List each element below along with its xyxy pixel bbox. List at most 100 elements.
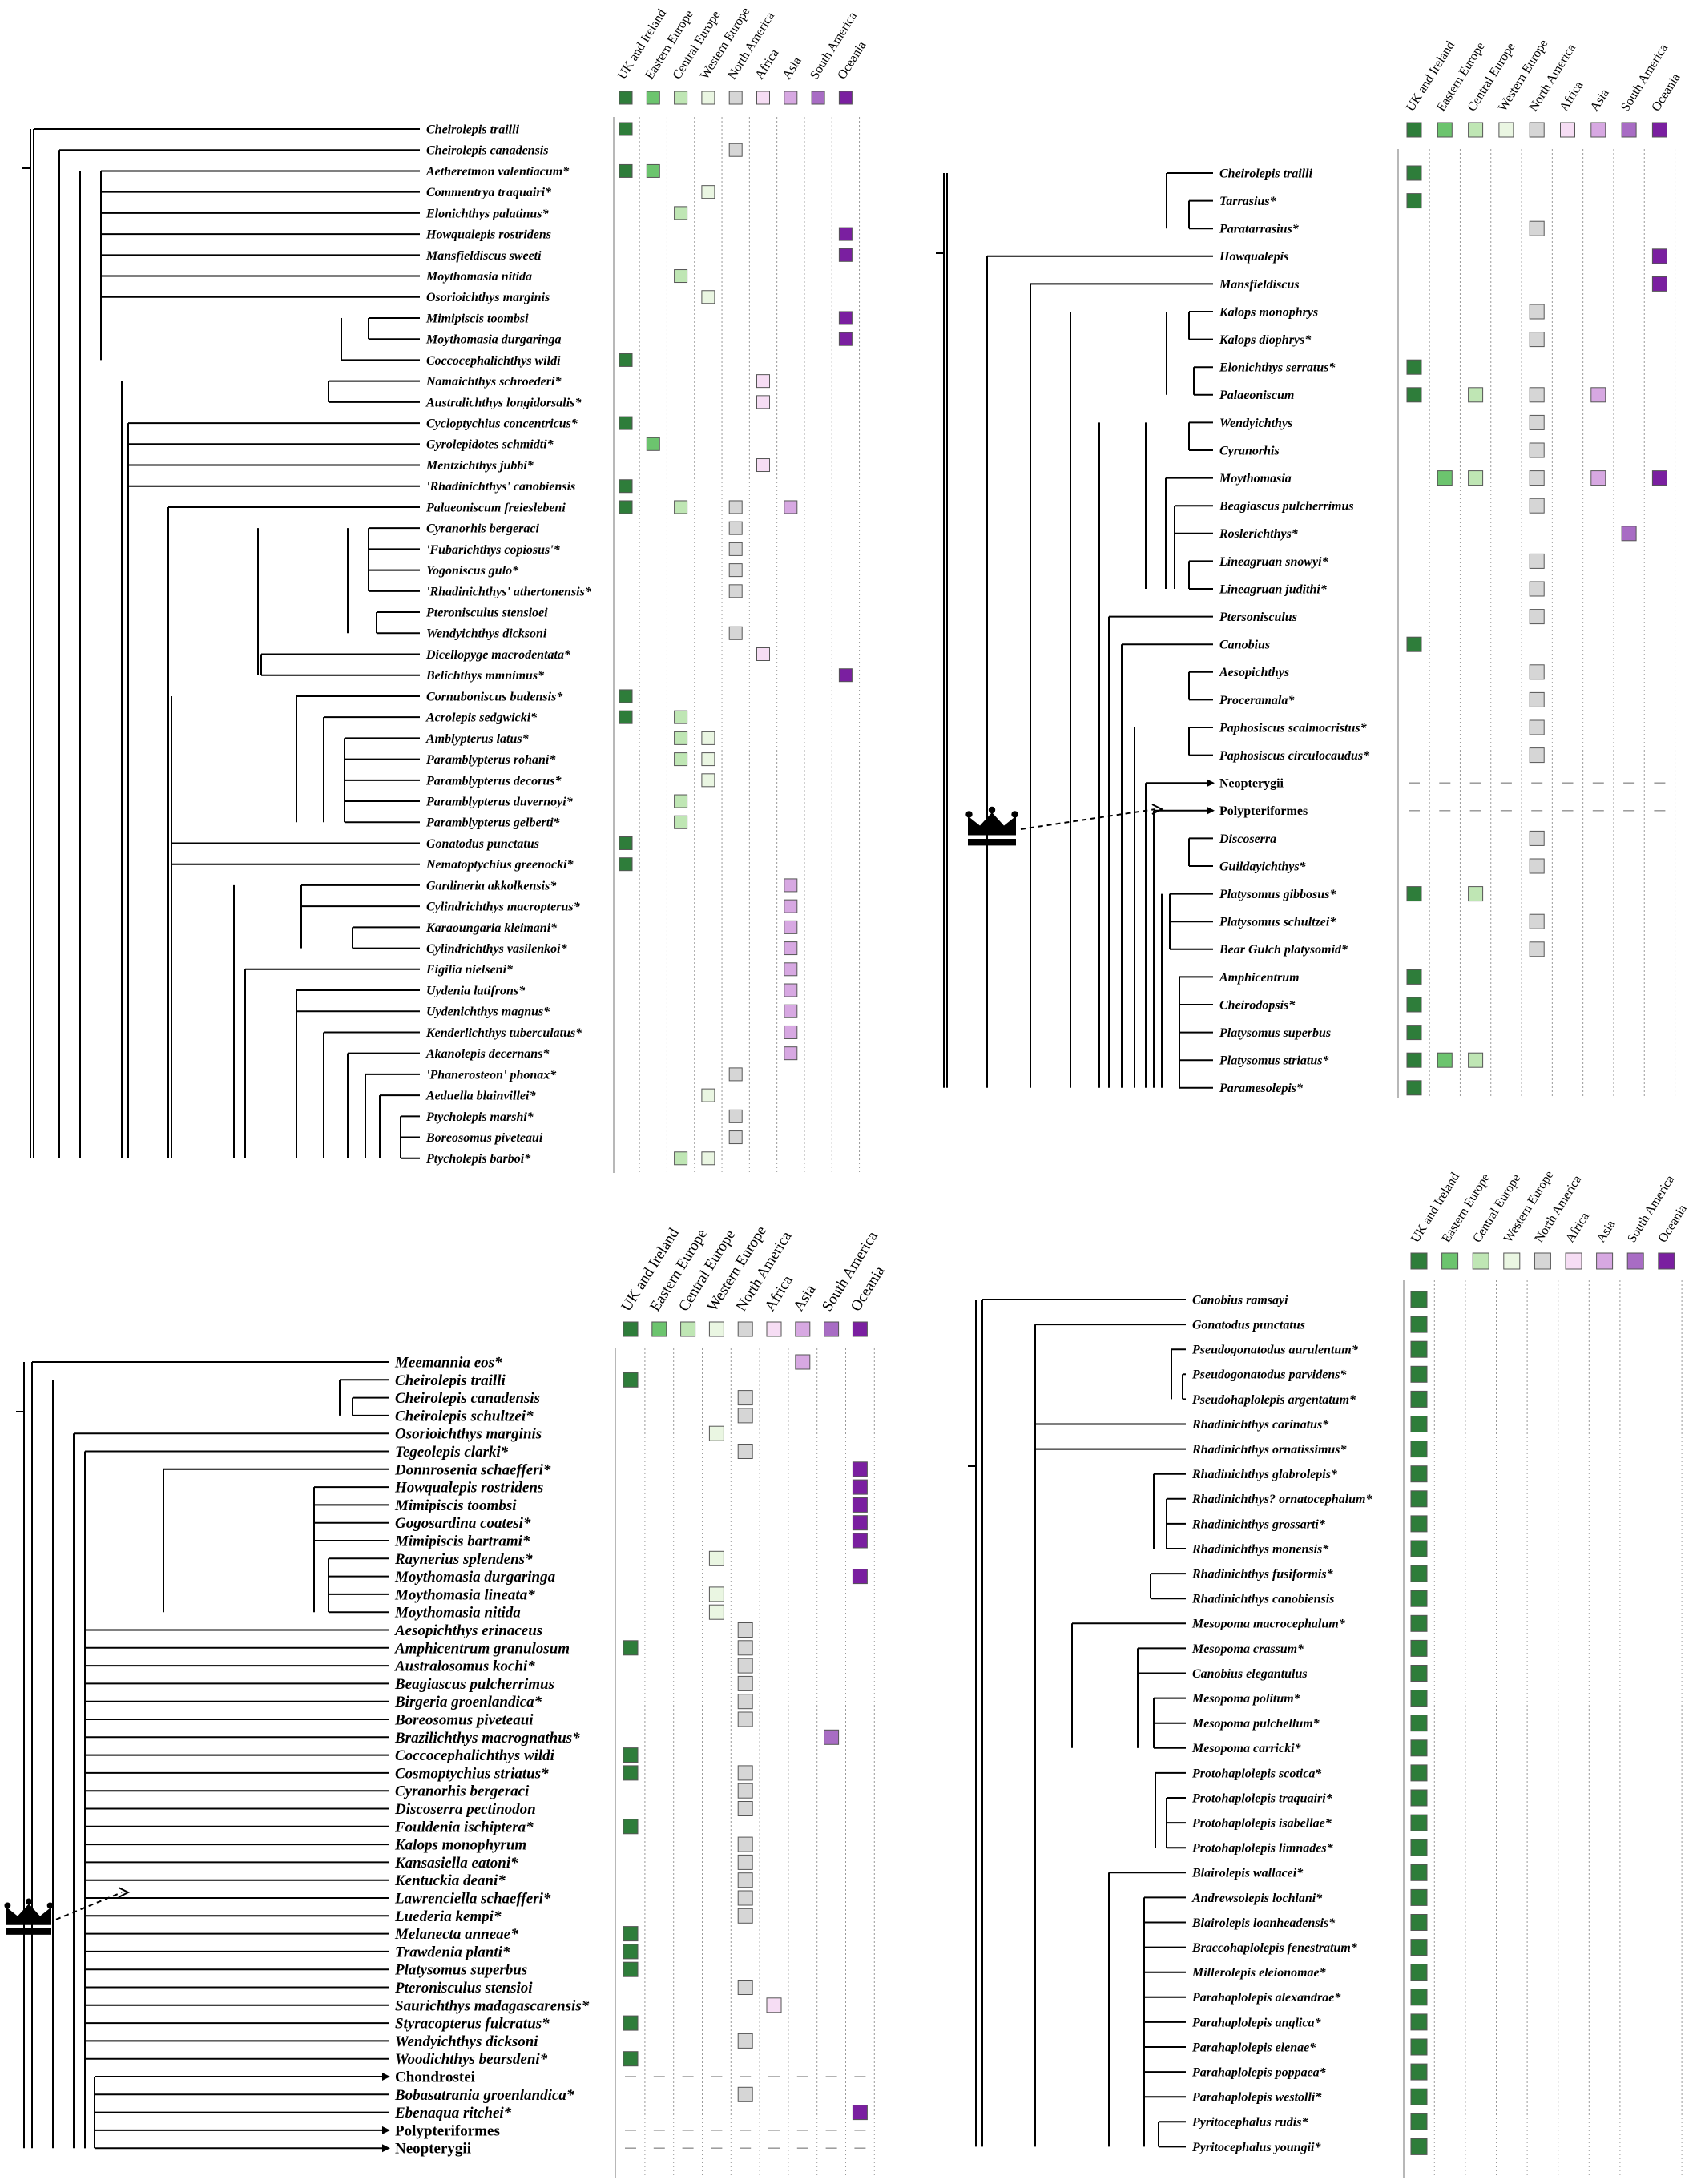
- taxon-label-karaoungaria-kleimani: Karaoungaria kleimani*: [425, 921, 558, 935]
- taxon-label-donnrosenia-schaefferi: Donnrosenia schaefferi*: [394, 1461, 551, 1478]
- taxon-label-moythomasia-durgaringa: Moythomasia durgaringa: [394, 1569, 556, 1586]
- occurrence-square: [1410, 1964, 1428, 1981]
- taxon-label-gonatodus-punctatus: Gonatodus punctatus: [1192, 1319, 1305, 1332]
- taxon-label-howqualepis: Howqualepis: [1219, 250, 1288, 264]
- occurrence-square: [1529, 609, 1545, 625]
- taxon-label-boreosomus-piveteaui: Boreosomus piveteaui: [394, 1711, 534, 1728]
- taxon-label-rhadinichthys-grossarti: Rhadinichthys grossarti*: [1191, 1517, 1326, 1531]
- taxon-label-birgeria-groenlandica: Birgeria groenlandica*: [394, 1694, 542, 1711]
- occurrence-square: [1468, 470, 1484, 486]
- taxon-label-osorioichthys-marginis: Osorioichthys marginis: [426, 291, 550, 304]
- taxon-label-protohaplolepis-scotica: Protohaplolepis scotica*: [1191, 1767, 1322, 1780]
- taxon-label-platysomus-superbus: Platysomus superbus: [394, 1962, 527, 1979]
- occurrence-square: [619, 857, 633, 872]
- taxon-label-mimipiscis-bartrami: Mimipiscis bartrami*: [394, 1533, 530, 1549]
- occurrence-square: [1529, 387, 1545, 403]
- taxon-label-mesopoma-macrocephalum: Mesopoma macrocephalum*: [1191, 1618, 1346, 1631]
- occurrence-square: [1410, 1839, 1428, 1856]
- occurrence-square: [838, 227, 852, 241]
- occurrence-square: [646, 437, 660, 451]
- occurrence-square: [737, 1872, 753, 1888]
- legend-square: [737, 1321, 753, 1337]
- occurrence-square: [1437, 470, 1453, 486]
- occurrence-square: [701, 1151, 715, 1166]
- crown-icon: [4, 1887, 131, 1935]
- taxon-label-discoserra-pectinodon: Discoserra pectinodon: [394, 1801, 536, 1818]
- occurrence-square: [1406, 997, 1422, 1013]
- occurrence-square: [784, 1046, 798, 1061]
- occurrence-square: [1529, 442, 1545, 458]
- occurrence-square: [1410, 1540, 1428, 1557]
- occurrence-square: [623, 1819, 639, 1835]
- occurrence-square: [737, 1711, 753, 1727]
- occurrence-square: [728, 521, 743, 535]
- taxon-label-uydenichthys-magnus: Uydenichthys magnus*: [426, 1005, 550, 1019]
- occurrence-square: [737, 1836, 753, 1852]
- occurrence-square: [619, 836, 633, 850]
- taxon-label-australosomus-kochi: Australosomus kochi*: [394, 1658, 535, 1675]
- legend-square: [1468, 122, 1484, 138]
- region-label: Africa: [1557, 79, 1586, 114]
- occurrence-square: [852, 1515, 868, 1531]
- occurrence-square: [1410, 1590, 1428, 1607]
- occurrence-square: [1410, 1864, 1428, 1881]
- taxon-label-paphosiscus-circulocaudus: Paphosiscus circulocaudus*: [1219, 749, 1370, 763]
- taxon-label-acrolepis-sedgwicki: Acrolepis sedgwicki*: [425, 711, 538, 725]
- taxon-label-moythomasia-nitida: Moythomasia nitida: [425, 270, 532, 284]
- taxon-label-platysomus-striatus: Platysomus striatus*: [1219, 1054, 1329, 1068]
- taxon-label-beagiascus-pulcherrimus: Beagiascus pulcherrimus: [394, 1676, 554, 1693]
- taxon-label-cheirolepis-trailli: Cheirolepis trailli: [1219, 167, 1313, 180]
- occurrence-square: [795, 1354, 811, 1370]
- taxon-label-cheirolepis-schultzei: Cheirolepis schultzei*: [395, 1408, 534, 1424]
- taxon-label-rhadinichthys-canobiensis: 'Rhadinichthys' canobiensis: [426, 480, 575, 494]
- occurrence-square: [1410, 1365, 1428, 1383]
- taxon-label-mansfieldiscus: Mansfieldiscus: [1219, 278, 1300, 292]
- taxon-label-cylindrichthys-vasilenkoi: Cylindrichthys vasilenkoi*: [426, 942, 568, 956]
- occurrence-square: [852, 1569, 868, 1585]
- occurrence-square: [838, 311, 852, 325]
- taxon-label-paratarrasius: Paratarrasius*: [1219, 223, 1300, 236]
- occurrence-square: [623, 1640, 639, 1656]
- occurrence-square: [728, 542, 743, 556]
- occurrence-square: [623, 1372, 639, 1388]
- occurrence-square: [737, 1675, 753, 1691]
- region-label: Oceania: [1649, 71, 1683, 114]
- taxon-label-cycloptychius-concentricus: Cycloptychius concentricus*: [426, 417, 578, 431]
- taxon-label-rhadinichthys-glabrolepis: Rhadinichthys glabrolepis*: [1191, 1468, 1338, 1481]
- taxon-label-mesopoma-crassum: Mesopoma crassum*: [1191, 1642, 1304, 1656]
- legend-square: [680, 1321, 696, 1337]
- taxon-label-bear-gulch-platysomid: Bear Gulch platysomid*: [1219, 943, 1348, 957]
- occurrence-square: [708, 1425, 724, 1441]
- taxon-label-paramblypterus-decorus: Paramblypterus decorus*: [425, 774, 562, 788]
- occurrence-square: [1410, 1416, 1428, 1432]
- occurrence-square: [674, 710, 688, 724]
- taxon-label-andrewsolepis-lochlani: Andrewsolepis lochlani*: [1191, 1892, 1323, 1905]
- occurrence-square: [1529, 941, 1545, 957]
- occurrence-square: [737, 1640, 753, 1656]
- occurrence-square: [756, 374, 770, 389]
- taxon-label-rhadinichthys-ornatocephalum: Rhadinichthys? ornatocephalum*: [1191, 1493, 1372, 1506]
- occurrence-square: [784, 983, 798, 997]
- taxon-label-akanolepis-decernans: Akanolepis decernans*: [425, 1047, 550, 1061]
- taxon-label-paphosiscus-scalmocristus: Paphosiscus scalmocristus*: [1219, 721, 1368, 735]
- taxon-label-boreosomus-piveteaui: Boreosomus piveteaui: [425, 1131, 543, 1145]
- occurrence-square: [619, 163, 633, 178]
- occurrence-square: [1410, 2063, 1428, 2081]
- arrow-icon: [1207, 779, 1215, 788]
- occurrence-square: [674, 269, 688, 284]
- occurrence-square: [1529, 913, 1545, 929]
- taxon-label-aeduella-blainvillei: Aeduella blainvillei*: [425, 1090, 536, 1103]
- occurrence-square: [1590, 387, 1606, 403]
- legend-square: [1529, 122, 1545, 138]
- taxon-label-wendyichthys-dicksoni: Wendyichthys dicksoni: [395, 2033, 538, 2050]
- taxon-label-fouldenia-ischiptera: Fouldenia ischiptera*: [394, 1819, 534, 1835]
- occurrence-square: [852, 1479, 868, 1495]
- taxon-label-pteronisculus-stensioei: Pteronisculus stensioei: [425, 606, 548, 620]
- occurrence-square: [708, 1586, 724, 1602]
- taxon-label-ptersonisculus: Ptersonisculus: [1219, 610, 1297, 624]
- taxon-label-mesopoma-pulchellum: Mesopoma pulchellum*: [1191, 1717, 1320, 1731]
- taxon-label-moythomasia-durgaringa: Moythomasia durgaringa: [425, 333, 561, 347]
